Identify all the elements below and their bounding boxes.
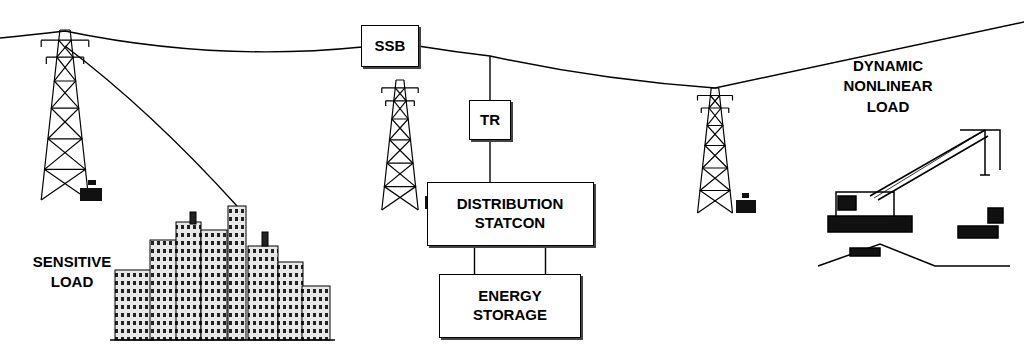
crane-illustration-part <box>988 208 1003 223</box>
building-cluster-part <box>278 262 303 340</box>
house-icon-part <box>80 188 102 201</box>
building-cluster-part <box>115 270 153 340</box>
load-label: SENSITIVE LOAD <box>22 252 122 293</box>
crane-illustration-part <box>874 130 985 198</box>
connector-line <box>545 246 546 274</box>
component-box: TR <box>469 100 511 140</box>
box-label: TR <box>480 111 500 130</box>
building-cluster-part <box>262 232 268 246</box>
crane-illustration-part <box>870 130 988 200</box>
connector-line <box>474 246 475 274</box>
building-cluster-part <box>248 246 278 340</box>
building-cluster <box>110 206 335 340</box>
power-line-part <box>418 22 1024 88</box>
component-box: DISTRIBUTION STATCON <box>427 182 594 246</box>
building-cluster-part <box>150 240 178 340</box>
power-line-part <box>489 56 490 100</box>
load-label: DYNAMIC NONLINEAR LOAD <box>832 56 944 117</box>
crane-illustration-part <box>850 248 880 256</box>
building-cluster-part <box>110 339 335 341</box>
building-cluster-part <box>302 286 330 340</box>
box-label: SSB <box>375 37 406 56</box>
house-icon <box>80 180 756 213</box>
transmission-tower-part <box>698 88 733 213</box>
building-cluster-part <box>201 230 227 340</box>
box-label: DISTRIBUTION STATCON <box>435 195 586 233</box>
transmission-tower-part <box>382 80 418 210</box>
crane-illustration-part <box>958 226 998 238</box>
crane-illustration-part <box>828 216 912 232</box>
building-cluster-part <box>190 212 196 224</box>
power-line <box>0 22 1024 206</box>
house-icon-part <box>742 193 749 198</box>
transmission-tower-part <box>41 30 89 200</box>
crane-illustration-part <box>818 244 1010 266</box>
connector-line <box>489 140 490 182</box>
house-icon-part <box>736 200 756 213</box>
crane-illustration-part <box>960 130 1000 170</box>
crane-illustration <box>818 130 1010 266</box>
power-line-part <box>65 46 237 206</box>
crane-illustration-part <box>980 130 990 175</box>
component-box: SSB <box>361 25 419 67</box>
house-icon-part <box>88 180 96 185</box>
crane-illustration-part <box>838 196 856 210</box>
building-cluster-part <box>176 222 201 340</box>
component-box: ENERGY STORAGE <box>439 274 581 338</box>
box-label: ENERGY STORAGE <box>447 287 573 325</box>
power-line-part <box>0 31 362 52</box>
building-cluster-part <box>228 206 246 340</box>
